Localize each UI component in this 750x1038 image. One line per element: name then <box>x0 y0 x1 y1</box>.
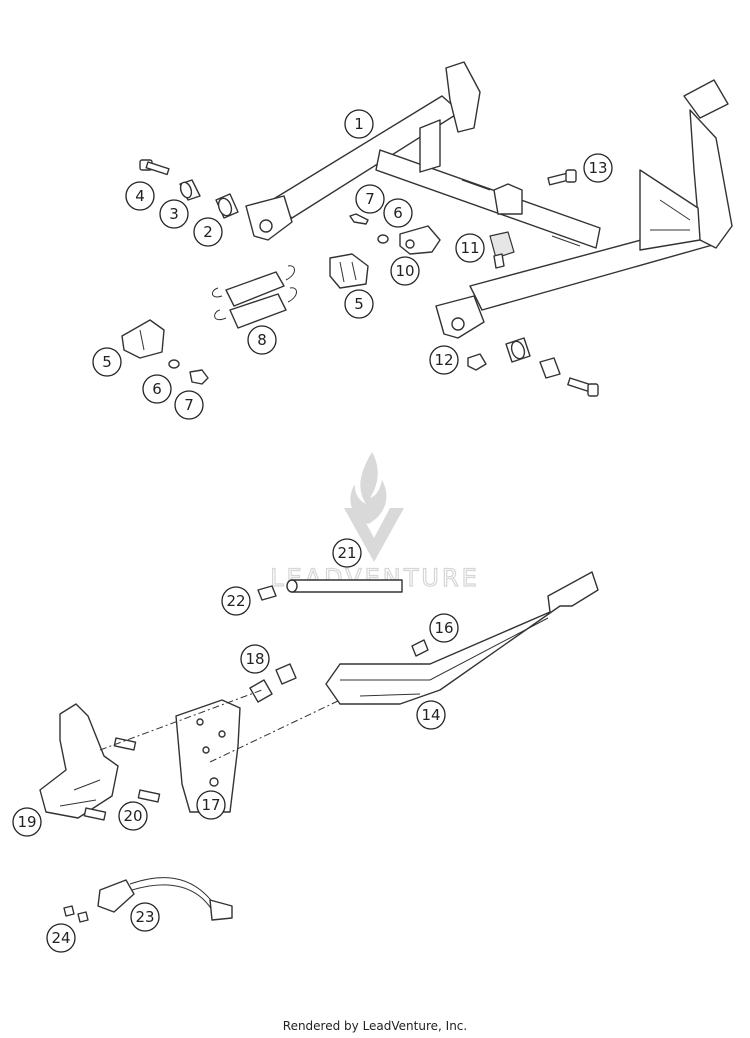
callout-19: 19 <box>12 807 42 837</box>
svg-text:7: 7 <box>365 190 375 208</box>
callout-4: 4 <box>125 181 155 211</box>
svg-text:14: 14 <box>421 706 440 724</box>
svg-text:17: 17 <box>201 796 220 814</box>
sleeve-bushing-right <box>505 337 531 363</box>
pivot-bolt-right <box>567 377 599 397</box>
callout-12: 12 <box>429 345 459 375</box>
svg-text:23: 23 <box>135 908 154 926</box>
rubber-bumper <box>489 231 515 269</box>
sensor-screws <box>63 905 89 923</box>
bracket-bolt <box>547 169 577 186</box>
spring-bracket-left <box>121 319 165 359</box>
callout-8: 8 <box>247 325 277 355</box>
spacer-bushing-left <box>179 179 201 201</box>
callout-3: 3 <box>159 199 189 229</box>
pivot-bushings <box>249 663 297 703</box>
return-spring-lower <box>214 287 297 329</box>
washer-center <box>377 234 389 244</box>
callout-5b: 5 <box>92 347 122 377</box>
footer-credit: Rendered by LeadVenture, Inc. <box>282 1019 468 1033</box>
svg-text:6: 6 <box>152 380 162 398</box>
callout-18: 18 <box>240 644 270 674</box>
bracket-bolts <box>83 737 161 821</box>
callout-16: 16 <box>429 613 459 643</box>
svg-text:5: 5 <box>102 353 112 371</box>
svg-text:11: 11 <box>460 239 479 257</box>
spacer-bushing-right <box>539 357 561 379</box>
callout-23: 23 <box>130 902 160 932</box>
callout-13: 13 <box>583 153 613 183</box>
svg-text:5: 5 <box>354 295 364 313</box>
side-stand-sensor <box>97 877 233 921</box>
spring-tube <box>286 579 403 593</box>
callout-6b: 6 <box>142 374 172 404</box>
callout-1: 1 <box>344 109 374 139</box>
center-stand-frame <box>245 61 733 339</box>
callout-14: 14 <box>416 700 446 730</box>
return-spring-upper <box>212 265 295 307</box>
svg-text:13: 13 <box>588 159 607 177</box>
nut-left <box>189 369 209 385</box>
svg-text:12: 12 <box>434 351 453 369</box>
hex-nut-right <box>467 353 487 371</box>
svg-text:19: 19 <box>17 813 36 831</box>
svg-text:10: 10 <box>395 262 414 280</box>
callout-24: 24 <box>46 923 76 953</box>
svg-text:6: 6 <box>393 204 403 222</box>
mounting-plate <box>175 699 241 813</box>
svg-text:3: 3 <box>169 205 179 223</box>
leadventure-watermark: LEADVENTURE <box>270 452 477 593</box>
callout-7b: 7 <box>174 390 204 420</box>
flame-v-logo-icon <box>344 452 404 562</box>
svg-text:1: 1 <box>354 115 364 133</box>
svg-text:18: 18 <box>245 650 264 668</box>
svg-text:7: 7 <box>184 396 194 414</box>
callout-7a: 7 <box>355 184 385 214</box>
callout-20: 20 <box>118 801 148 831</box>
callout-22: 22 <box>221 586 251 616</box>
callout-21: 21 <box>332 538 362 568</box>
callout-10: 10 <box>390 256 420 286</box>
side-stand-bracket <box>39 703 119 819</box>
svg-text:20: 20 <box>123 807 142 825</box>
spring-bolt-small <box>257 585 277 601</box>
callout-5a: 5 <box>344 289 374 319</box>
pivot-bolt-left <box>139 159 170 176</box>
sleeve-bushing-left <box>215 193 239 219</box>
svg-text:22: 22 <box>226 592 245 610</box>
sensor-bracket <box>399 225 441 255</box>
callout-17: 17 <box>196 790 226 820</box>
bolt-center <box>349 213 369 225</box>
callout-6a: 6 <box>383 198 413 228</box>
svg-text:16: 16 <box>434 619 453 637</box>
callout-2: 2 <box>193 217 223 247</box>
svg-text:8: 8 <box>257 331 267 349</box>
centerline <box>99 689 341 763</box>
callout-11: 11 <box>455 233 485 263</box>
washer-left <box>168 359 180 369</box>
svg-text:21: 21 <box>337 544 356 562</box>
svg-text:4: 4 <box>135 187 145 205</box>
side-stand <box>325 571 599 705</box>
spring-bracket-center <box>329 253 369 289</box>
stand-bolt <box>411 639 429 657</box>
svg-text:2: 2 <box>203 223 213 241</box>
svg-text:24: 24 <box>51 929 70 947</box>
